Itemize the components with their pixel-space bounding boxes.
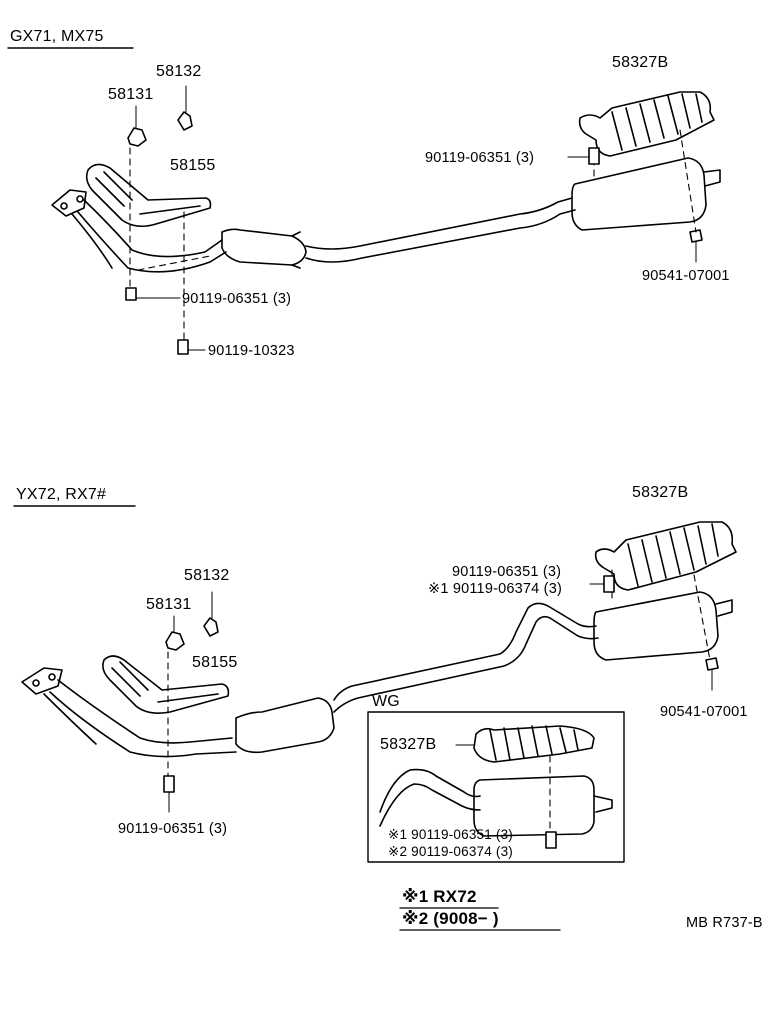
bolt-label-cover-bottom-1: 90119-06351 (3) xyxy=(452,564,562,580)
bolt-label-cover-top: 90119-06351 (3) xyxy=(425,150,535,166)
section-header-top: GX71, MX75 xyxy=(10,28,104,45)
bottom-fasteners xyxy=(163,575,719,813)
section-header-bottom: YX72, RX7# xyxy=(16,486,107,503)
bottom-exhaust-pipe xyxy=(21,591,733,758)
top-heat-insulator-58327b xyxy=(578,91,715,157)
wg-part-label-58327b: 58327B xyxy=(380,736,437,753)
wg-exhaust-detail xyxy=(379,725,613,837)
top-fasteners xyxy=(125,147,703,355)
part-label-58327b-bottom: 58327B xyxy=(632,484,689,501)
wg-bolt-label-1: ※1 90119-06351 (3) xyxy=(388,827,513,842)
bottom-clamps xyxy=(165,591,219,651)
wg-box-title: WG xyxy=(372,693,400,710)
part-label-58131-bottom: 58131 xyxy=(146,596,192,613)
nut-label-hanger-bottom: 90541-07001 xyxy=(660,704,748,720)
part-label-58132-bottom: 58132 xyxy=(184,567,230,584)
bottom-heat-insulator-58327b xyxy=(594,521,737,591)
note-2: ※2 (9008− ) xyxy=(402,909,499,928)
top-clamps xyxy=(127,85,193,147)
bolt-label-front-bottom: 90119-06351 (3) xyxy=(118,821,228,837)
part-label-58132-top: 58132 xyxy=(156,63,202,80)
bolt-label-cover-bottom-2: ※1 90119-06374 (3) xyxy=(428,581,562,597)
part-label-58155-bottom: 58155 xyxy=(192,654,238,671)
bottom-leader-lines xyxy=(167,569,711,779)
top-exhaust-pipe xyxy=(51,157,721,273)
wg-leader-and-bolt xyxy=(545,755,557,849)
note-1: ※1 RX72 xyxy=(402,887,477,906)
part-label-58155-top: 58155 xyxy=(170,157,216,174)
bolt-label-front-top: 90119-06351 (3) xyxy=(182,291,292,307)
figure-code: MB R737-B xyxy=(686,915,763,931)
nut-label-hanger-top: 90541-07001 xyxy=(642,268,730,284)
wg-box-frame xyxy=(367,711,625,863)
wg-bolt-label-2: ※2 90119-06374 (3) xyxy=(388,844,513,859)
bolt-label-long-top: 90119-10323 xyxy=(208,343,295,359)
top-heat-insulator-58155 xyxy=(85,163,212,228)
part-label-58327b-top: 58327B xyxy=(612,54,669,71)
part-label-58131-top: 58131 xyxy=(108,86,154,103)
